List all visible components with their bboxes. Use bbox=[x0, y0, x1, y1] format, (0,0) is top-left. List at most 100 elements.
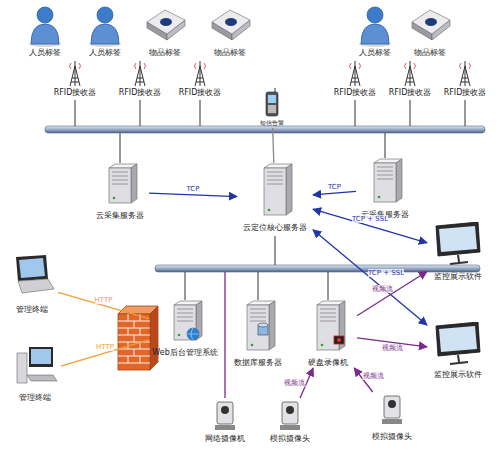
node-icon bbox=[49, 60, 101, 88]
node-label: 云定位核心服务器 bbox=[237, 223, 313, 233]
bus-wires bbox=[75, 100, 465, 300]
monitor-display: 监控展示软件 bbox=[427, 322, 489, 380]
server-front bbox=[264, 168, 286, 215]
brick-line bbox=[140, 328, 141, 335]
brick-line bbox=[118, 363, 150, 364]
icon-group bbox=[147, 10, 185, 40]
camera-body bbox=[217, 402, 233, 424]
sms-phone: 短信告警 bbox=[254, 88, 290, 128]
server-slot bbox=[112, 184, 128, 185]
brick-line bbox=[128, 328, 129, 335]
node-icon bbox=[254, 88, 290, 118]
camera-lens bbox=[388, 400, 396, 408]
analog-camera: 模拟摄像头 bbox=[366, 392, 418, 442]
bus-wire bbox=[75, 100, 76, 126]
server-slot bbox=[377, 175, 393, 176]
person-head bbox=[367, 7, 383, 23]
node-icon bbox=[228, 300, 288, 358]
icon-group bbox=[436, 322, 480, 364]
icon-group bbox=[382, 396, 402, 424]
node-label: 人员标签 bbox=[353, 48, 397, 58]
firewall-bricks bbox=[118, 314, 150, 363]
server-slot bbox=[177, 313, 193, 314]
camera-body bbox=[384, 396, 400, 418]
camera-lens bbox=[221, 406, 229, 414]
laptop-screen bbox=[16, 255, 48, 281]
server-slot bbox=[112, 180, 128, 181]
connector-label: 视频流 bbox=[363, 372, 384, 380]
node-icon bbox=[91, 163, 149, 211]
phone-keys bbox=[268, 105, 276, 113]
node-label: Web后台管理系统 bbox=[149, 348, 221, 358]
server-led bbox=[178, 334, 181, 337]
brick-line bbox=[134, 321, 135, 328]
node-icon bbox=[439, 60, 491, 88]
node-label: RFID接收器 bbox=[174, 88, 226, 98]
icon-group bbox=[359, 7, 391, 47]
icon-group bbox=[109, 164, 137, 203]
brick-line bbox=[134, 349, 135, 356]
node-label: 监控展示软件 bbox=[427, 370, 489, 380]
rfid-receiver: RFID接收器 bbox=[49, 60, 101, 98]
icon-group bbox=[89, 7, 121, 47]
tag-top bbox=[147, 10, 185, 34]
antenna-wave bbox=[350, 63, 361, 69]
icon-group bbox=[195, 61, 206, 86]
node-icon bbox=[83, 4, 127, 48]
server-slot bbox=[177, 309, 193, 310]
icon-group bbox=[174, 301, 202, 340]
monitor-frame bbox=[436, 222, 480, 256]
core-server: 云定位核心服务器 bbox=[237, 163, 313, 233]
video-recorder: 硬盘录像机 bbox=[299, 300, 357, 368]
item-tag: 物品标签 bbox=[208, 4, 252, 58]
item-tag: 物品标签 bbox=[408, 4, 452, 58]
connector-label: 视频流 bbox=[382, 344, 403, 352]
brick-line bbox=[140, 314, 141, 321]
person-body bbox=[361, 24, 389, 44]
node-label: 人员标签 bbox=[83, 48, 127, 58]
phone-body bbox=[266, 92, 278, 116]
node-label: 短信告警 bbox=[254, 118, 290, 128]
firewall-side bbox=[150, 306, 158, 370]
connector-label: 视频流 bbox=[284, 379, 305, 387]
rfid-receiver: RFID接收器 bbox=[114, 60, 166, 98]
node-label: 物品标签 bbox=[408, 48, 452, 58]
antenna-rod bbox=[410, 61, 411, 86]
node-icon bbox=[366, 392, 418, 432]
server-slot bbox=[267, 176, 283, 177]
node-label: 物品标签 bbox=[208, 48, 252, 58]
monitor-frame bbox=[436, 322, 480, 356]
icon-group bbox=[280, 402, 300, 430]
person-tag: 人员标签 bbox=[353, 4, 397, 58]
db-cylinder-top bbox=[258, 323, 268, 327]
phone-screen bbox=[268, 95, 276, 103]
icon-group bbox=[212, 10, 250, 40]
node-label: 模拟摄像头 bbox=[264, 434, 316, 444]
icon-group bbox=[247, 301, 275, 350]
rfid-receiver: RFID接收器 bbox=[384, 60, 436, 98]
server-side bbox=[286, 164, 292, 215]
bus-wire bbox=[120, 133, 121, 163]
node-icon bbox=[299, 300, 357, 358]
antenna-wave bbox=[405, 63, 416, 69]
server-side bbox=[131, 164, 137, 203]
server-slot bbox=[267, 172, 283, 173]
node-label: 管理终端 bbox=[9, 393, 61, 403]
icon-group bbox=[135, 61, 146, 86]
node-label: RFID接收器 bbox=[114, 88, 166, 98]
node-icon bbox=[114, 60, 166, 88]
server-slot bbox=[250, 313, 266, 314]
connector-label: TCP bbox=[328, 183, 341, 191]
antenna-wave bbox=[70, 63, 81, 69]
bus-wire bbox=[275, 236, 276, 265]
server-slot bbox=[320, 321, 336, 322]
desktop-keyboard bbox=[27, 375, 57, 381]
bus-wire bbox=[385, 133, 386, 158]
rfid-receiver: RFID接收器 bbox=[329, 60, 381, 98]
collector-server: 云采集服务器 bbox=[356, 158, 414, 220]
icon-group bbox=[436, 222, 480, 264]
icon-group bbox=[266, 88, 278, 116]
node-label: 管理终端 bbox=[6, 305, 58, 315]
